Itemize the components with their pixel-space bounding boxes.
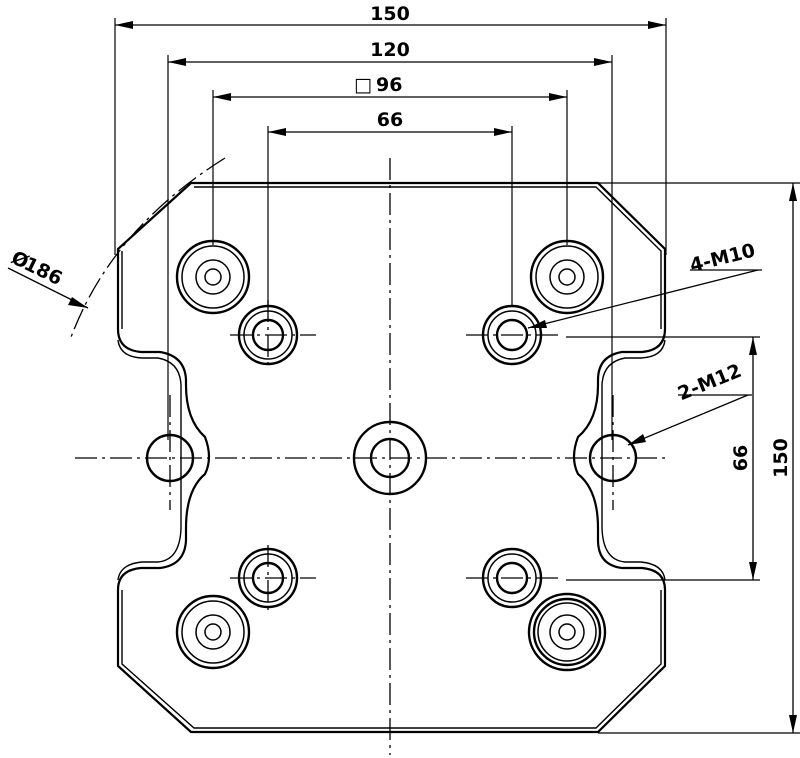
counterbore-hole-top-right [529, 239, 605, 315]
dim-text-vspacing-66: 66 [730, 445, 752, 471]
svg-text:96: 96 [376, 74, 402, 96]
plate-outline-inner-edge [121, 186, 662, 729]
dim-line-height-150 [789, 183, 797, 733]
dim-line-96 [213, 93, 567, 101]
counterbore-hole-bottom-left [175, 594, 251, 670]
dim-line-66 [268, 128, 512, 136]
bolt-circle-arc [69, 157, 226, 341]
callout-2-m12: 2-M12 [675, 360, 745, 405]
dim-text-height-150: 150 [770, 438, 792, 478]
dim-text-120: 120 [370, 39, 410, 61]
m10-leader [527, 269, 762, 329]
dim-line-120 [168, 58, 612, 66]
m10-hole-top-left [230, 300, 316, 370]
counterbore-hole-bottom-right [527, 592, 607, 672]
dim-text-diameter-186: Ø 186 [8, 247, 66, 290]
dim-text-150: 150 [370, 3, 410, 25]
m10-hole-bottom-right [466, 547, 560, 609]
plate-outline [116, 181, 667, 734]
dim-line-vspacing-66 [749, 337, 757, 580]
m10-hole-bottom-left [230, 545, 316, 612]
dim-text-square-96: □ 96 [354, 74, 402, 96]
dim-text-66: 66 [377, 109, 403, 131]
dim-line-150 [115, 21, 666, 29]
svg-text:186: 186 [20, 253, 65, 290]
square-symbol: □ [354, 74, 372, 96]
diameter-leader [7, 267, 89, 309]
m12-leader [627, 394, 752, 446]
counterbore-hole-top-left [175, 239, 251, 315]
right-recess-edge [601, 339, 666, 581]
callout-4-m10: 4-M10 [688, 239, 758, 276]
m10-hole-top-right [466, 304, 560, 366]
left-recess-edge [117, 339, 182, 581]
central-bore [352, 420, 428, 496]
